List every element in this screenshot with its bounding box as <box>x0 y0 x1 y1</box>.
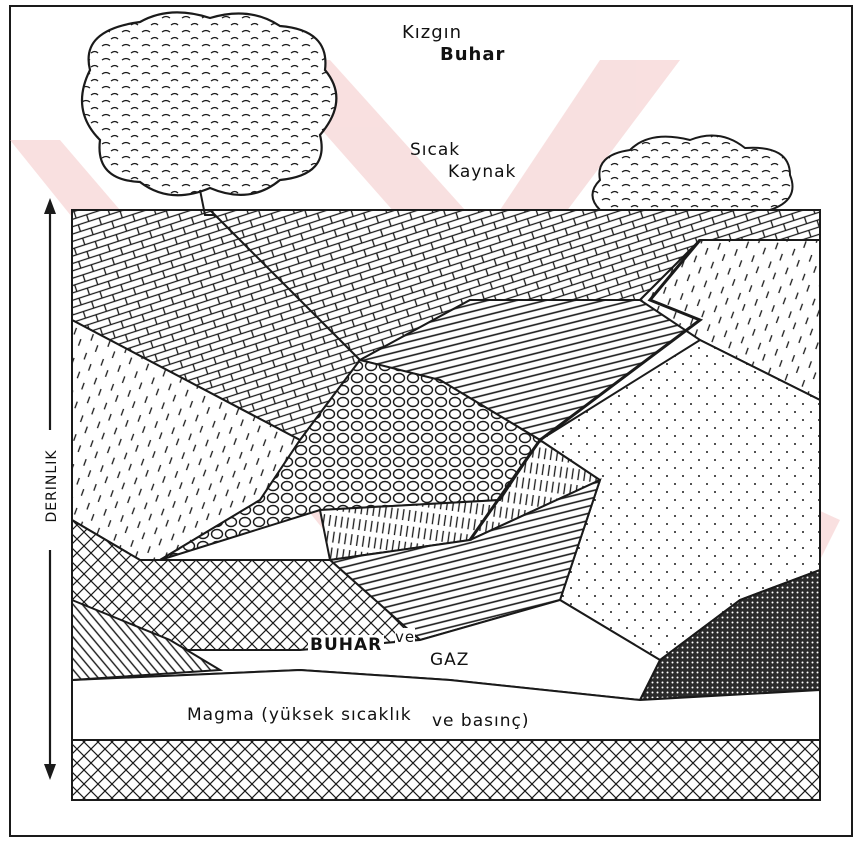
label-steam: Buhar <box>440 44 505 65</box>
label-hot: Sıcak <box>410 140 460 160</box>
label-vapor: BUHAR <box>308 635 384 655</box>
label-gas: GAZ <box>428 650 471 670</box>
label-depth: DERINLIK <box>44 430 60 542</box>
label-magma-cont: ve basınç) <box>430 711 531 731</box>
stratum-bottom-cross <box>72 740 820 800</box>
label-magma: Magma (yüksek sıcaklık <box>185 705 414 725</box>
label-and: ve <box>395 628 415 646</box>
label-superheated: Kızgın <box>402 22 462 43</box>
label-spring: Kaynak <box>448 162 516 182</box>
